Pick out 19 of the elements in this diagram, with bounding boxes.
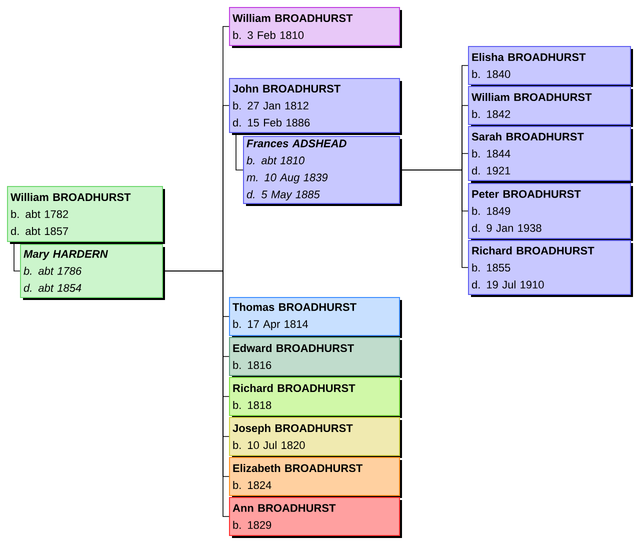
person-box: Ann BROADHURST b. 1829 [229, 497, 402, 538]
connector-line [162, 270, 230, 517]
person-box: Richard BROADHURST b. 1855 d. 19 Jul 1910 [468, 240, 633, 297]
person-box: William BROADHURST b. abt 1782 d. abt 1857 [7, 186, 165, 244]
connector-line [236, 132, 244, 170]
person-box: Elizabeth BROADHURST b. 1824 [229, 457, 402, 498]
person-box: Sarah BROADHURST b. 1844 d. 1921 [468, 126, 633, 183]
person-box: Edward BROADHURST b. 1816 [229, 337, 402, 378]
person-box: Elisha BROADHURST b. 1840 [468, 46, 633, 87]
connector-line [14, 242, 20, 272]
person-box: Thomas BROADHURST b. 17 Apr 1814 [229, 297, 402, 338]
person-box: Frances ADSHEAD b. abt 1810 m. 10 Aug 1839 d. 5 May 1885 [243, 136, 402, 206]
person-box: William BROADHURST b. 3 Feb 1810 [229, 7, 402, 48]
person-box: Peter BROADHURST b. 1849 d. 9 Jan 1938 [468, 183, 633, 241]
person-box: Joseph BROADHURST b. 10 Jul 1820 [229, 417, 402, 458]
person-box: John BROADHURST b. 27 Jan 1812 d. 15 Feb 1886 [229, 78, 402, 135]
person-box: William BROADHURST b. 1842 [468, 86, 633, 127]
person-box: Mary HARDERN b. abt 1786 d. abt 1854 [20, 244, 165, 300]
person-box: Richard BROADHURST b. 1818 [229, 377, 402, 418]
